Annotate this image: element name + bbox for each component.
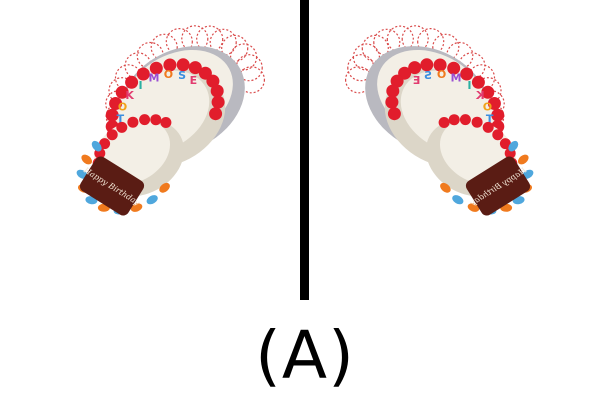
- cake-letter: I: [467, 79, 471, 92]
- chocolate-plaque: Happy Birthday: [79, 156, 145, 216]
- strawberry: [385, 95, 399, 109]
- candle-decoration: [518, 154, 529, 165]
- strawberry: [150, 114, 162, 126]
- strawberry: [136, 67, 150, 81]
- strawberry: [127, 116, 139, 128]
- strawberry: [116, 121, 128, 133]
- cake-letter: E: [413, 74, 421, 87]
- cake-letter: T: [117, 113, 125, 126]
- cake-letter: O: [483, 101, 492, 114]
- candle-decoration: [91, 140, 102, 152]
- strawberry: [390, 74, 404, 88]
- strawberry: [460, 67, 474, 81]
- strawberry: [438, 117, 450, 128]
- strawberry: [387, 107, 401, 121]
- strawberry: [115, 85, 129, 99]
- cake-letter: K: [125, 89, 134, 102]
- strawberry: [125, 75, 139, 89]
- strawberry: [188, 61, 202, 75]
- strawberry: [433, 58, 447, 72]
- candle-decoration: [467, 203, 480, 212]
- candle-decoration: [452, 195, 464, 205]
- plaque-body: [465, 156, 531, 216]
- strawberry: [481, 85, 495, 99]
- cake-letter: E: [190, 74, 198, 87]
- cake-letter: O: [118, 101, 127, 114]
- strawberry: [209, 107, 223, 121]
- strawberry: [105, 108, 119, 122]
- plaque-body: [79, 156, 145, 216]
- cake-letter: T: [485, 113, 493, 126]
- cake-letter: S: [424, 69, 432, 82]
- candle-decoration: [81, 154, 92, 165]
- strawberry: [106, 129, 118, 141]
- strawberry: [459, 114, 471, 126]
- candle-decoration: [130, 203, 143, 212]
- candle-decoration: [159, 182, 170, 193]
- figure-caption: (A): [255, 317, 355, 394]
- cake-letter: O: [437, 68, 446, 81]
- strawberry: [109, 97, 123, 110]
- strawberry: [448, 114, 460, 126]
- strawberry: [99, 138, 111, 150]
- candle-decoration: [508, 140, 519, 152]
- strawberry: [210, 84, 224, 98]
- strawberry: [487, 97, 501, 110]
- strawberry: [206, 74, 220, 88]
- cake-letter: I: [138, 79, 142, 92]
- strawberry: [408, 61, 422, 75]
- cake-letter: M: [451, 72, 462, 85]
- strawberry: [471, 116, 483, 128]
- strawberry: [491, 108, 505, 122]
- cake-letter: O: [164, 68, 173, 81]
- strawberry: [482, 121, 494, 133]
- strawberry: [492, 129, 504, 141]
- cake-letter: K: [476, 89, 485, 102]
- strawberry: [139, 114, 151, 126]
- candle-decoration: [440, 182, 451, 193]
- strawberry: [211, 95, 225, 109]
- strawberry: [499, 138, 511, 150]
- strawberry: [149, 61, 163, 75]
- strawberry: [163, 58, 177, 72]
- candle-decoration: [146, 195, 158, 205]
- cake-letter: M: [149, 72, 160, 85]
- strawberry: [160, 117, 172, 128]
- strawberry: [176, 58, 190, 72]
- strawberry: [447, 61, 461, 75]
- strawberry: [471, 75, 485, 89]
- strawberry: [386, 84, 400, 98]
- strawberry: [420, 58, 434, 72]
- vertical-divider: [300, 0, 309, 300]
- cake-letter: S: [178, 69, 186, 82]
